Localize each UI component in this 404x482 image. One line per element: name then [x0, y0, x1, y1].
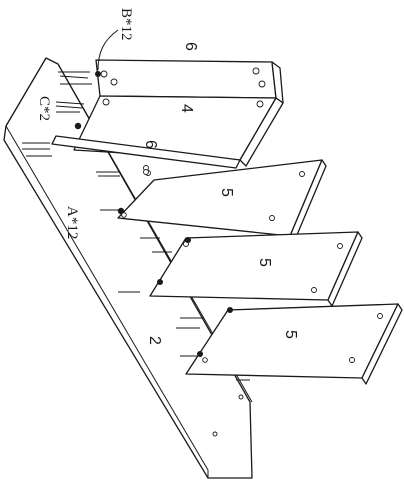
screws-a: [96, 171, 250, 381]
screws-c: [22, 142, 52, 157]
label-a12: A*12: [64, 206, 80, 239]
label-c2: C*2: [36, 96, 52, 121]
screws-b: [55, 71, 92, 113]
part-side: 2: [146, 336, 163, 345]
part-shelf-2: 5: [256, 258, 273, 267]
top-panel: [95, 59, 284, 104]
part-shelf-3: 5: [282, 330, 299, 339]
shelf-3: [185, 303, 403, 385]
label-b12: B*12: [118, 8, 134, 41]
part-top: 6: [182, 42, 199, 51]
back-panel: [73, 95, 284, 167]
part-front: 6: [142, 140, 159, 149]
leader-b: [97, 29, 119, 71]
part-back: 4: [178, 104, 195, 113]
shelf-2: [149, 231, 363, 307]
part-shelf-1: 5: [218, 188, 235, 197]
